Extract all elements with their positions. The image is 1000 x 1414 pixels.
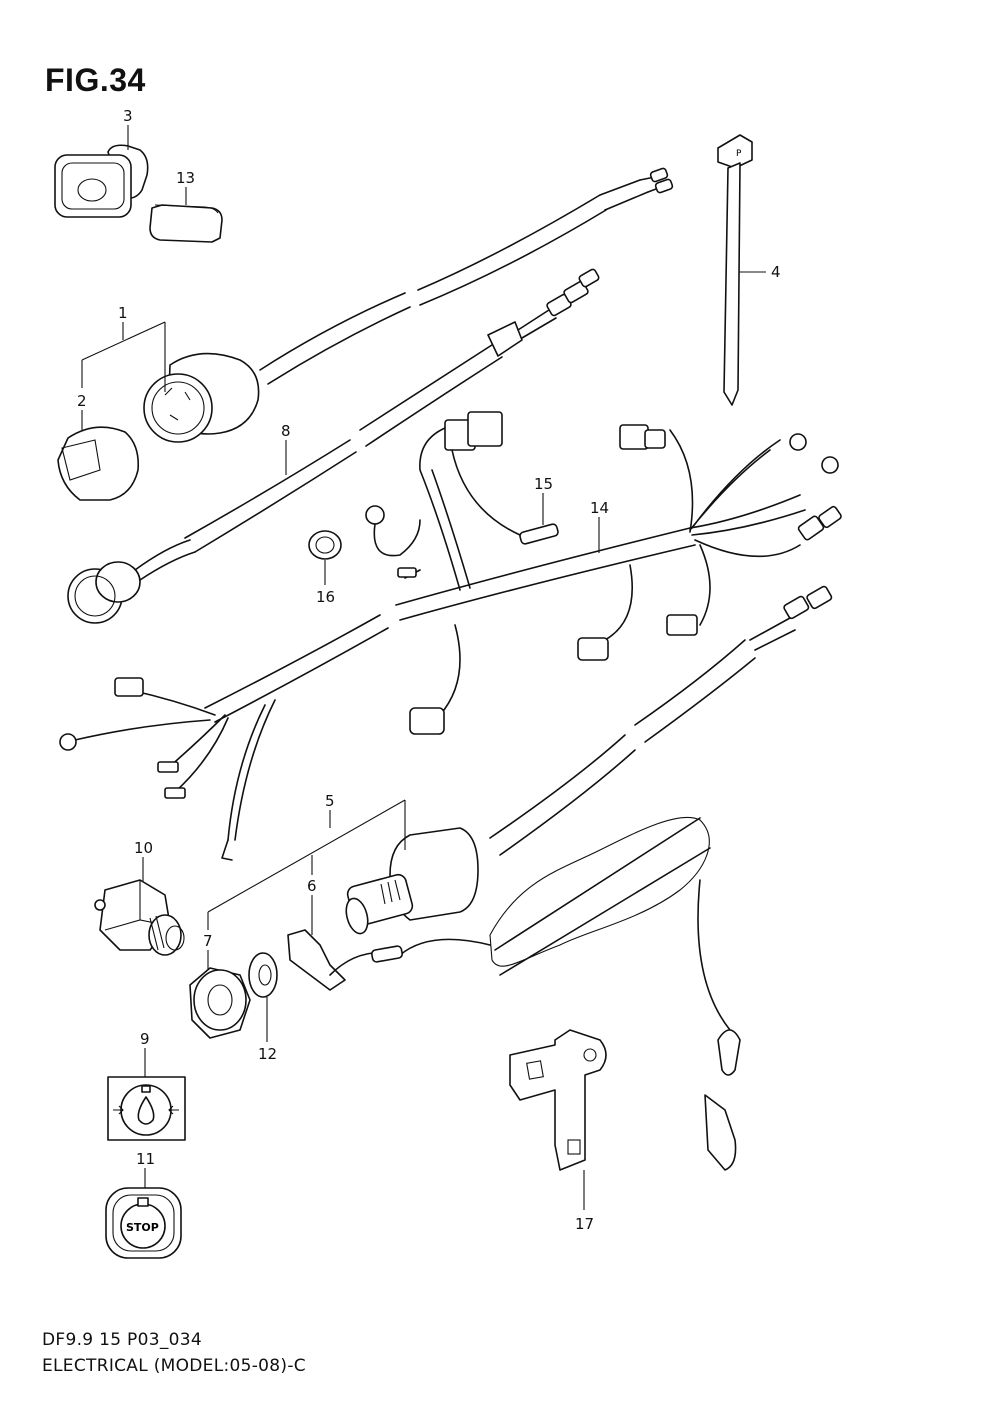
callout-4: 4 [771,263,781,281]
callout-7: 7 [203,932,213,950]
callout-labels: 3 13 4 1 2 8 15 14 16 5 10 6 7 9 12 11 1… [77,107,781,1233]
part-16-clip [308,505,421,579]
callout-8: 8 [281,422,291,440]
stop-text: STOP [126,1221,159,1234]
callout-10: 10 [134,839,153,857]
callout-17: 17 [575,1215,594,1233]
part-4-cable-tie: P [717,134,753,406]
callout-1: 1 [118,304,128,322]
diagram-code: DF9.9 15 P03_034 [42,1330,202,1350]
part-5-cable [489,585,833,856]
part-6-lanyard [287,816,741,1171]
figure-title: FIG.34 [45,62,146,98]
callout-14: 14 [590,499,609,517]
callout-3: 3 [123,107,133,125]
callout-15: 15 [534,475,553,493]
part-9-decal [107,1076,186,1141]
callout-12: 12 [258,1045,277,1063]
part-8-cable [67,268,600,624]
callout-5: 5 [325,792,335,810]
part-2-cap [57,426,140,501]
part-1-cable [259,167,674,385]
diagram-description: ELECTRICAL (MODEL:05-08)-C [42,1356,306,1376]
part-14-harness [59,411,842,861]
callout-2: 2 [77,392,87,410]
svg-text:P: P [736,149,742,159]
part-5-stop-switch [345,827,479,935]
callout-13: 13 [176,169,195,187]
part-12-washer [248,952,278,998]
callout-6: 6 [307,877,317,895]
callout-9: 9 [140,1030,150,1048]
part-3-grommet [54,144,149,218]
part-10-switch [94,879,185,956]
callout-11: 11 [136,1150,155,1168]
part-11-stop-decal: STOP [105,1187,182,1259]
part-15-sensor [451,449,559,545]
part-7-nut [189,967,251,1039]
part-13-pad [149,204,223,243]
part-17-bracket [509,1029,607,1171]
leader-lines [81,125,766,1210]
callout-16: 16 [316,588,335,606]
part-1-switch [143,352,260,443]
